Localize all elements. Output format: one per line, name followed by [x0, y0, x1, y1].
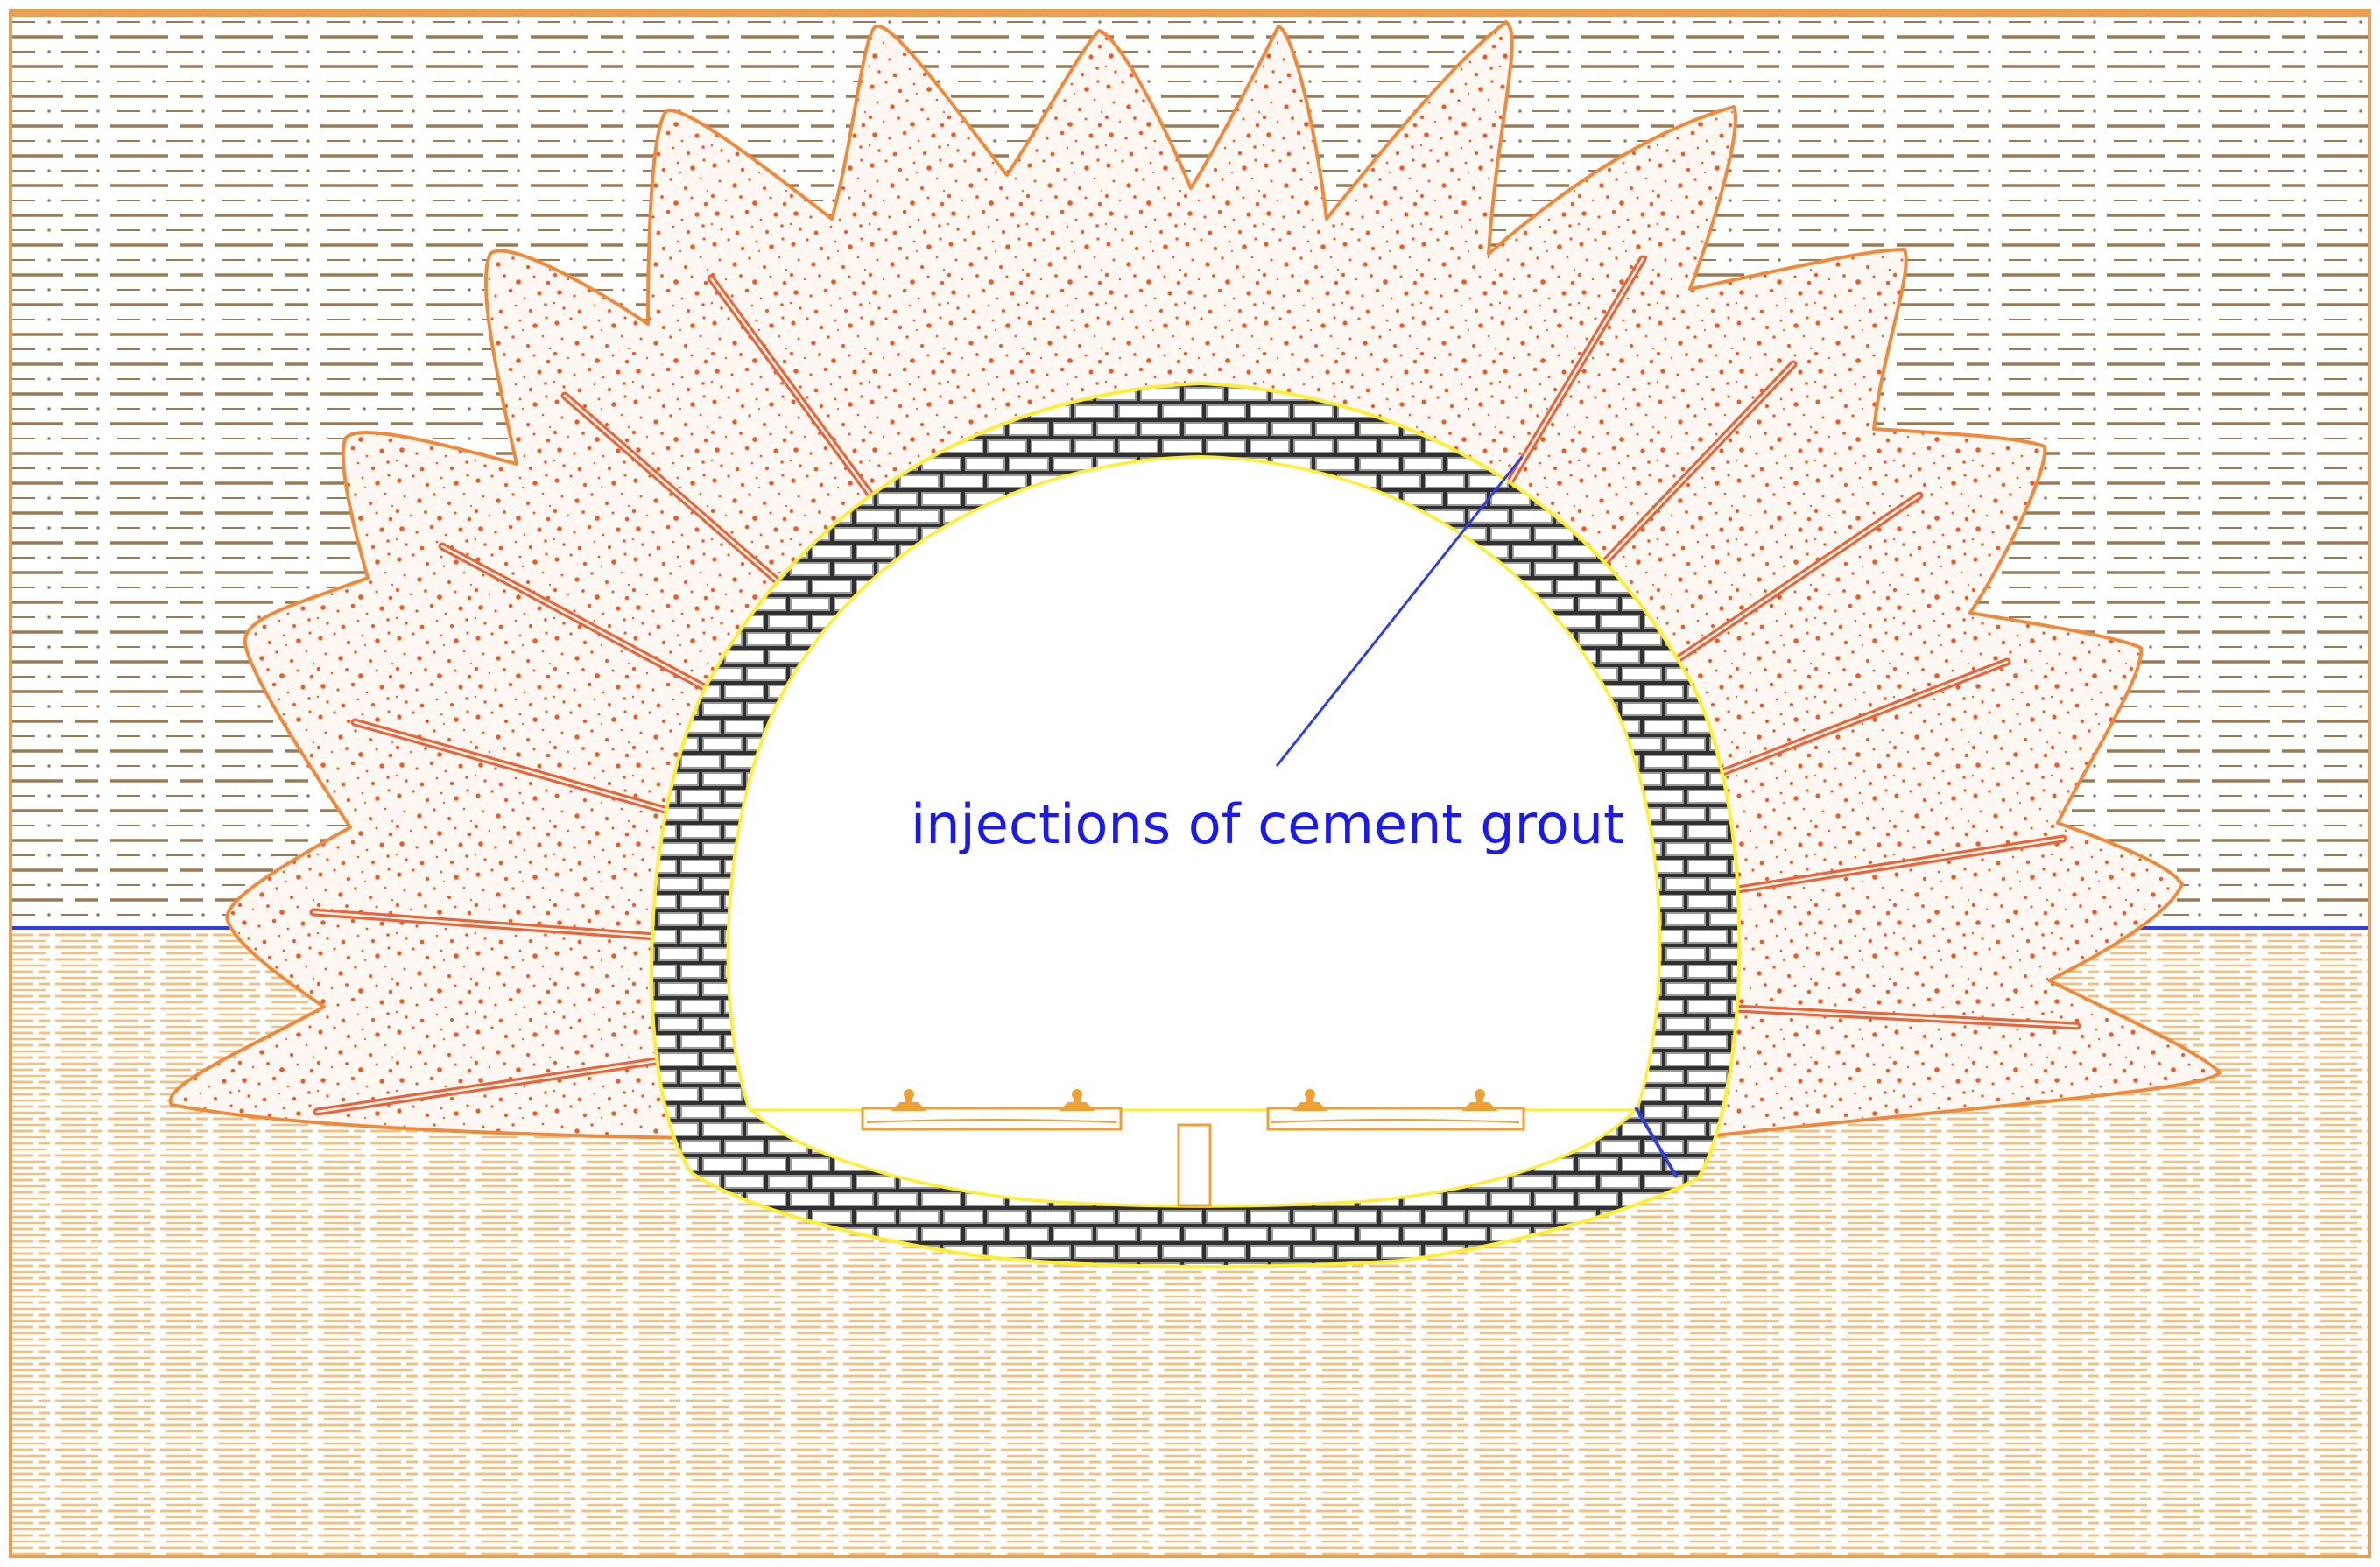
annotation-leader-line — [1275, 456, 1524, 767]
annotation-label: injections of cement grout — [911, 792, 1624, 856]
rail-fastener-icon — [891, 1089, 1498, 1111]
railway-track — [861, 1107, 1525, 1207]
left-sleeper-slab — [861, 1107, 1123, 1131]
diagram-frame — [9, 9, 2371, 1558]
left-slab-curve — [866, 1119, 1117, 1123]
tunnel-interior — [727, 455, 1661, 1208]
lining-dimension-tick — [1634, 1106, 1679, 1179]
central-drain — [1177, 1123, 1212, 1207]
right-slab-curve — [1271, 1119, 1520, 1123]
right-sleeper-slab — [1266, 1107, 1525, 1131]
